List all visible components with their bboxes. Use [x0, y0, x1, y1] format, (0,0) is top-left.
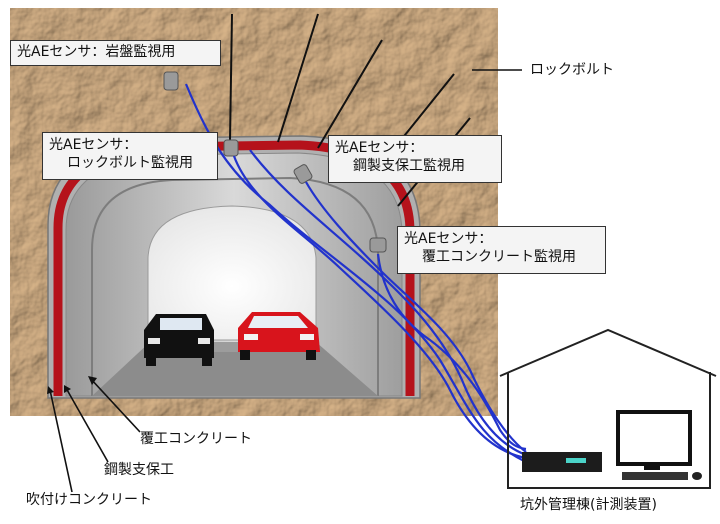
label-sensor-steel-line1: 光AEセンサ： [335, 140, 424, 156]
rock-bolts [229, 13, 471, 207]
measurement-device-icon [522, 452, 602, 472]
label-control-building: 坑外管理棟(計測装置) [520, 497, 657, 513]
label-sensor-bolt-line1: 光AEセンサ： [49, 137, 138, 153]
label-sensor-rock: 光AEセンサ：岩盤監視用 [10, 40, 221, 66]
label-rock-bolt: ロックボルト [530, 62, 614, 78]
label-sensor-steel: 光AEセンサ： 鋼製支保工監視用 [328, 135, 502, 183]
label-shotcrete: 吹付けコンクリート [26, 492, 152, 508]
steel-support-arch [53, 140, 415, 396]
label-sensor-steel-line2: 鋼製支保工監視用 [353, 158, 465, 174]
label-sensor-lining-line2: 覆工コンクリート監視用 [422, 249, 576, 265]
computer-icon [616, 410, 702, 480]
label-sensor-lining-line1: 光AEセンサ： [404, 231, 493, 247]
label-sensor-lining: 光AEセンサ： 覆工コンクリート監視用 [397, 226, 606, 274]
sensor-bolt-icon [223, 139, 239, 157]
leader-lines [49, 69, 522, 493]
optical-fibers [184, 83, 527, 463]
ae-sensors [163, 71, 387, 253]
control-building [499, 328, 717, 489]
label-sensor-bolt-line2: ロックボルト監視用 [67, 155, 193, 171]
label-sensor-bolt: 光AEセンサ： ロックボルト監視用 [42, 132, 218, 180]
label-lining-concrete: 覆工コンクリート [140, 431, 252, 447]
sensor-rock-icon [163, 71, 179, 91]
sensor-lining-icon [369, 237, 387, 253]
arrow-heads [47, 376, 97, 394]
label-steel-support: 鋼製支保工 [104, 462, 174, 478]
black-car-icon [144, 314, 214, 366]
sensor-steel-icon [293, 164, 313, 184]
label-sensor-rock-text: 光AEセンサ：岩盤監視用 [17, 44, 176, 60]
red-car-icon [238, 312, 320, 360]
